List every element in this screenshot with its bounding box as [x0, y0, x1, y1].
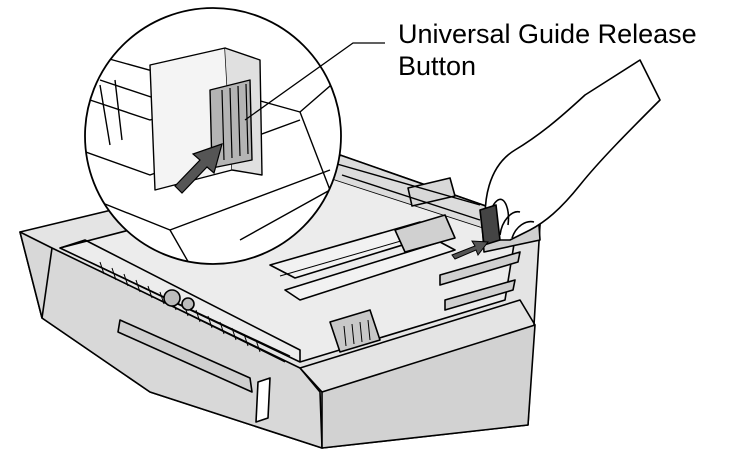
hand-icon [479, 59, 661, 246]
callout-leader [244, 42, 385, 121]
release-button [479, 204, 501, 246]
magnifier-connector [329, 161, 481, 221]
tray-handle [117, 319, 253, 393]
roller-right [181, 297, 195, 311]
arrow-right-icon [451, 240, 489, 260]
side-guide [329, 309, 381, 353]
callout-label: Universal Guide Release Button [398, 18, 728, 82]
callout-label-line2: Button [398, 51, 477, 81]
zoom-arrow-icon [174, 143, 223, 194]
tray-front-face [19, 231, 323, 449]
size-label-slot [255, 377, 271, 423]
roller-left [163, 289, 181, 307]
tray-side-face [321, 324, 536, 449]
magnifier-circle-icon [84, 7, 342, 265]
callout-label-line1: Universal Guide Release [398, 19, 697, 49]
